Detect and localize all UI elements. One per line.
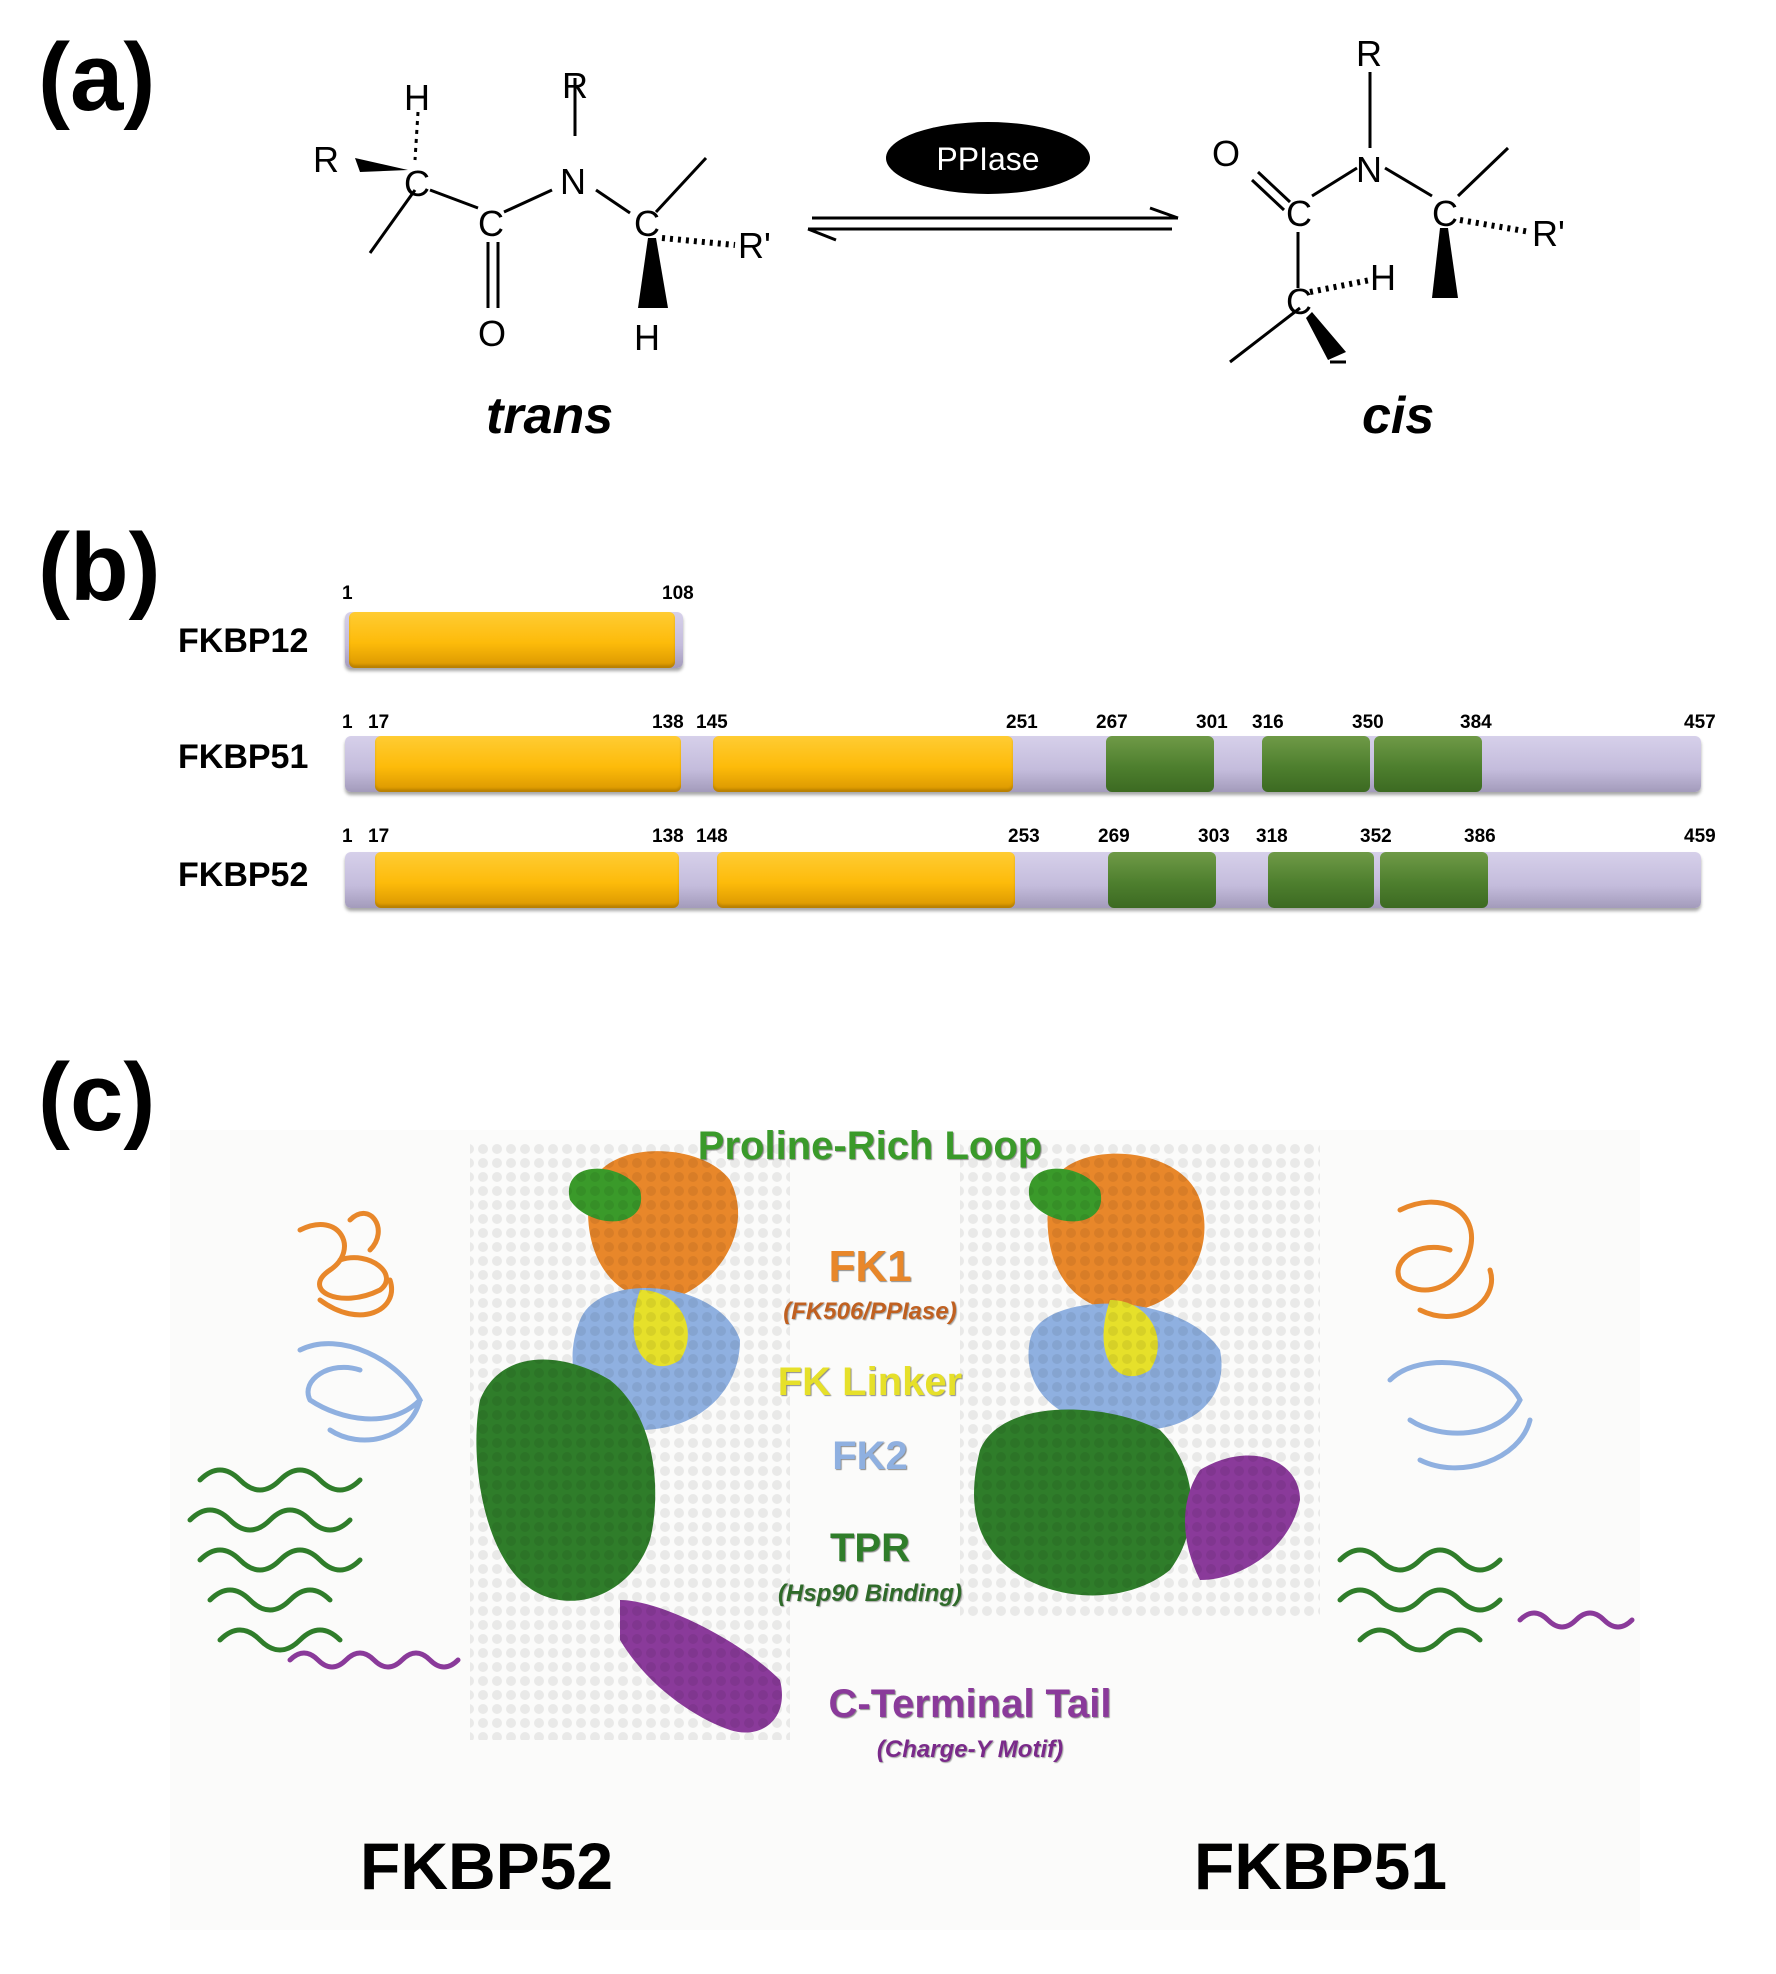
tick-label: 457 xyxy=(1684,712,1716,733)
atom-c: C xyxy=(1286,281,1312,322)
tick-label: 253 xyxy=(1008,826,1040,847)
legend-tpr: TPR xyxy=(830,1526,910,1570)
legend-fk2: FK2 xyxy=(832,1434,908,1478)
atom-o: O xyxy=(1212,133,1240,174)
fkbp52-tpr3-domain xyxy=(1380,852,1488,908)
tick-label: 350 xyxy=(1352,712,1384,733)
tick-label: 17 xyxy=(368,712,390,733)
tick-label: 301 xyxy=(1196,712,1228,733)
atom-r-prime: R' xyxy=(738,225,771,266)
atom-r-prime: R' xyxy=(1532,213,1565,254)
atom-r: R xyxy=(313,139,339,180)
tick-label: 148 xyxy=(696,826,728,847)
tick-label: 352 xyxy=(1360,826,1392,847)
atom-c: C xyxy=(478,203,504,244)
tick-label: 145 xyxy=(696,712,728,733)
tick-label: 1 xyxy=(342,583,353,604)
atom-h: H xyxy=(404,77,430,118)
legend-proline-rich-loop: Proline-Rich Loop xyxy=(697,1124,1043,1168)
legend-fk1-sub: (FK506/PPIase) xyxy=(783,1298,957,1325)
atom-o: O xyxy=(478,313,506,354)
tick-label: 267 xyxy=(1096,712,1128,733)
tick-label: 386 xyxy=(1464,826,1496,847)
tick-label: 138 xyxy=(652,826,684,847)
tick-label: 108 xyxy=(662,583,694,604)
atom-n: N xyxy=(560,161,586,202)
fkbp51-tpr1-domain xyxy=(1106,736,1214,792)
atom-n: N xyxy=(1356,149,1382,190)
ppiase-oval xyxy=(886,122,1090,194)
equilibrium-arrows xyxy=(807,206,1179,242)
atom-r: R xyxy=(562,65,588,106)
fkbp52-tpr1-domain xyxy=(1108,852,1216,908)
tick-label: 318 xyxy=(1256,826,1288,847)
atom-c: C xyxy=(634,203,660,244)
legend-tpr-sub: (Hsp90 Binding) xyxy=(778,1580,962,1607)
panel-label-a: (a) xyxy=(38,24,156,131)
fkbp51-surface xyxy=(960,1140,1320,1620)
trans-structure xyxy=(355,78,736,308)
atom-c: C xyxy=(1432,193,1458,234)
tick-label: 1 xyxy=(342,826,353,847)
fkbp52-surface xyxy=(470,1140,790,1740)
fkbp12-fk-domain xyxy=(349,612,675,668)
structure-name-right: FKBP51 xyxy=(1194,1829,1448,1903)
tick-label: 316 xyxy=(1252,712,1284,733)
tick-label: 384 xyxy=(1460,712,1492,733)
legend-fk1: FK1 xyxy=(828,1242,912,1291)
panel-label-b: (b) xyxy=(38,514,161,621)
legend-c-terminal-sub: (Charge-Y Motif) xyxy=(876,1736,1064,1763)
isomerization-scheme: H R C C O R N C R' H PPIase R N O xyxy=(313,33,1565,364)
tick-label: 459 xyxy=(1684,826,1716,847)
fkbp52-ribbon xyxy=(187,1211,461,1670)
legend-c-terminal-tail: C-Terminal Tail xyxy=(828,1682,1112,1726)
ppiase-label: PPIase xyxy=(936,141,1039,177)
protein-structures xyxy=(187,1140,1635,1740)
cis-label: cis xyxy=(1362,387,1435,445)
structure-name-left: FKBP52 xyxy=(360,1829,614,1903)
tick-label: 138 xyxy=(652,712,684,733)
legend-fk-linker: FK Linker xyxy=(777,1360,963,1404)
atom-h: H xyxy=(634,317,660,358)
tick-label: 1 xyxy=(342,712,353,733)
atom-h: H xyxy=(1370,257,1396,298)
fkbp51-tpr3-domain xyxy=(1374,736,1482,792)
panel-label-c: (c) xyxy=(38,1044,156,1151)
atom-c: C xyxy=(1286,193,1312,234)
atom-r: R xyxy=(1356,33,1382,74)
structure-panel-bg xyxy=(170,1130,1640,1930)
protein-name-fkbp52: FKBP52 xyxy=(178,856,309,894)
fkbp51-fk1-domain xyxy=(375,736,681,792)
fkbp52-tpr2-domain xyxy=(1268,852,1374,908)
fkbp52-fk1-domain xyxy=(375,852,679,908)
tick-label: 303 xyxy=(1198,826,1230,847)
fkbp51-tpr2-domain xyxy=(1262,736,1370,792)
trans-label: trans xyxy=(486,387,614,445)
tick-label: 17 xyxy=(368,826,390,847)
tick-label: 251 xyxy=(1006,712,1038,733)
protein-name-fkbp12: FKBP12 xyxy=(178,622,309,660)
fkbp51-ribbon xyxy=(1337,1199,1635,1653)
atom-c: C xyxy=(404,163,430,204)
cis-structure xyxy=(1229,72,1531,364)
fkbp52-fk2-domain xyxy=(717,852,1015,908)
tick-label: 269 xyxy=(1098,826,1130,847)
fkbp51-fk2-domain xyxy=(713,736,1013,792)
protein-name-fkbp51: FKBP51 xyxy=(178,738,309,776)
